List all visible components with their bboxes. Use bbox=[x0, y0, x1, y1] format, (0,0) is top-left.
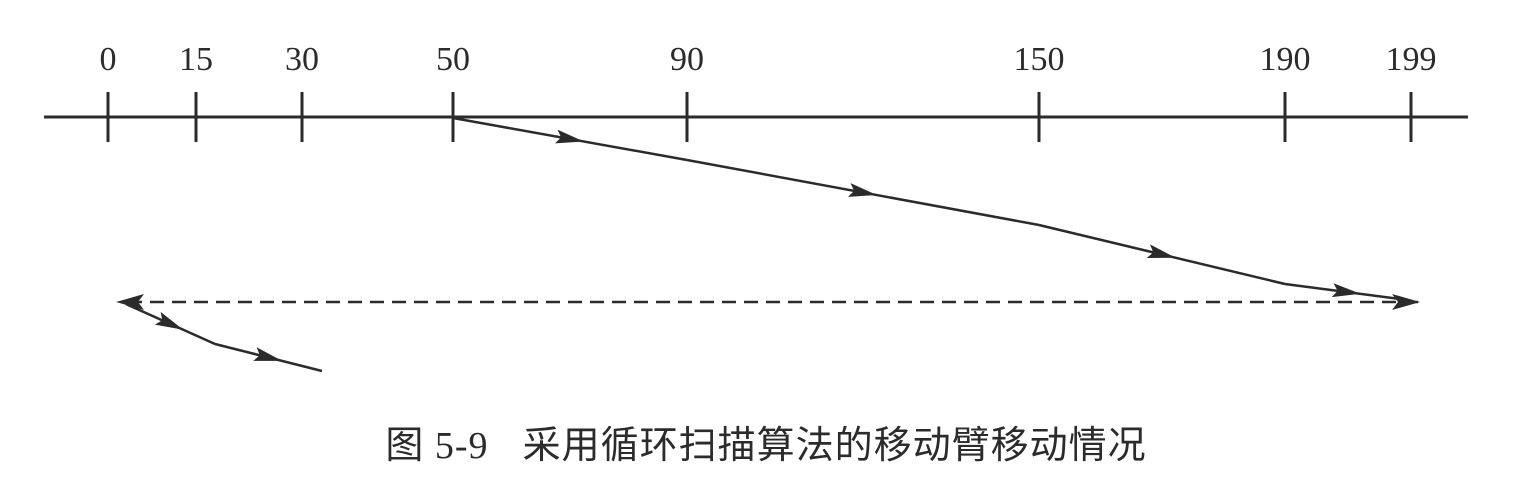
return-arrowhead-left bbox=[116, 294, 144, 310]
tick-label-90: 90 bbox=[670, 41, 704, 78]
tick-label-199: 199 bbox=[1386, 41, 1437, 78]
second-sweep-arrowhead-1 bbox=[253, 347, 283, 361]
tick-label-150: 150 bbox=[1014, 41, 1065, 78]
tick-label-190: 190 bbox=[1260, 41, 1311, 78]
tick-label-50: 50 bbox=[436, 41, 470, 78]
sweep-arrowhead-0 bbox=[554, 129, 584, 144]
sweep-arrowhead-3 bbox=[1331, 283, 1361, 298]
scan-diagram: 0 15 30 50 90 150 190 199 bbox=[44, 41, 1468, 373]
tick-label-0: 0 bbox=[100, 41, 117, 78]
axis-tick-labels: 0 15 30 50 90 150 190 199 bbox=[100, 41, 1437, 78]
sweep-arrowhead-1 bbox=[847, 183, 877, 197]
second-sweep-arrowhead-0 bbox=[154, 311, 184, 330]
figure-caption: 图 5-9 采用循环扫描算法的移动臂移动情况 bbox=[0, 414, 1532, 469]
caption-number: 图 5-9 bbox=[385, 425, 489, 467]
sweep-arrowhead-2 bbox=[1146, 244, 1176, 259]
axis-ticks bbox=[106, 92, 1413, 142]
tick-label-30: 30 bbox=[285, 41, 319, 78]
caption-text: 采用循环扫描算法的移动臂移动情况 bbox=[522, 423, 1147, 467]
sweep-path bbox=[452, 116, 1409, 302]
tick-label-15: 15 bbox=[179, 41, 213, 78]
return-arrowhead-right bbox=[1392, 294, 1420, 310]
second-sweep-path bbox=[125, 302, 323, 373]
